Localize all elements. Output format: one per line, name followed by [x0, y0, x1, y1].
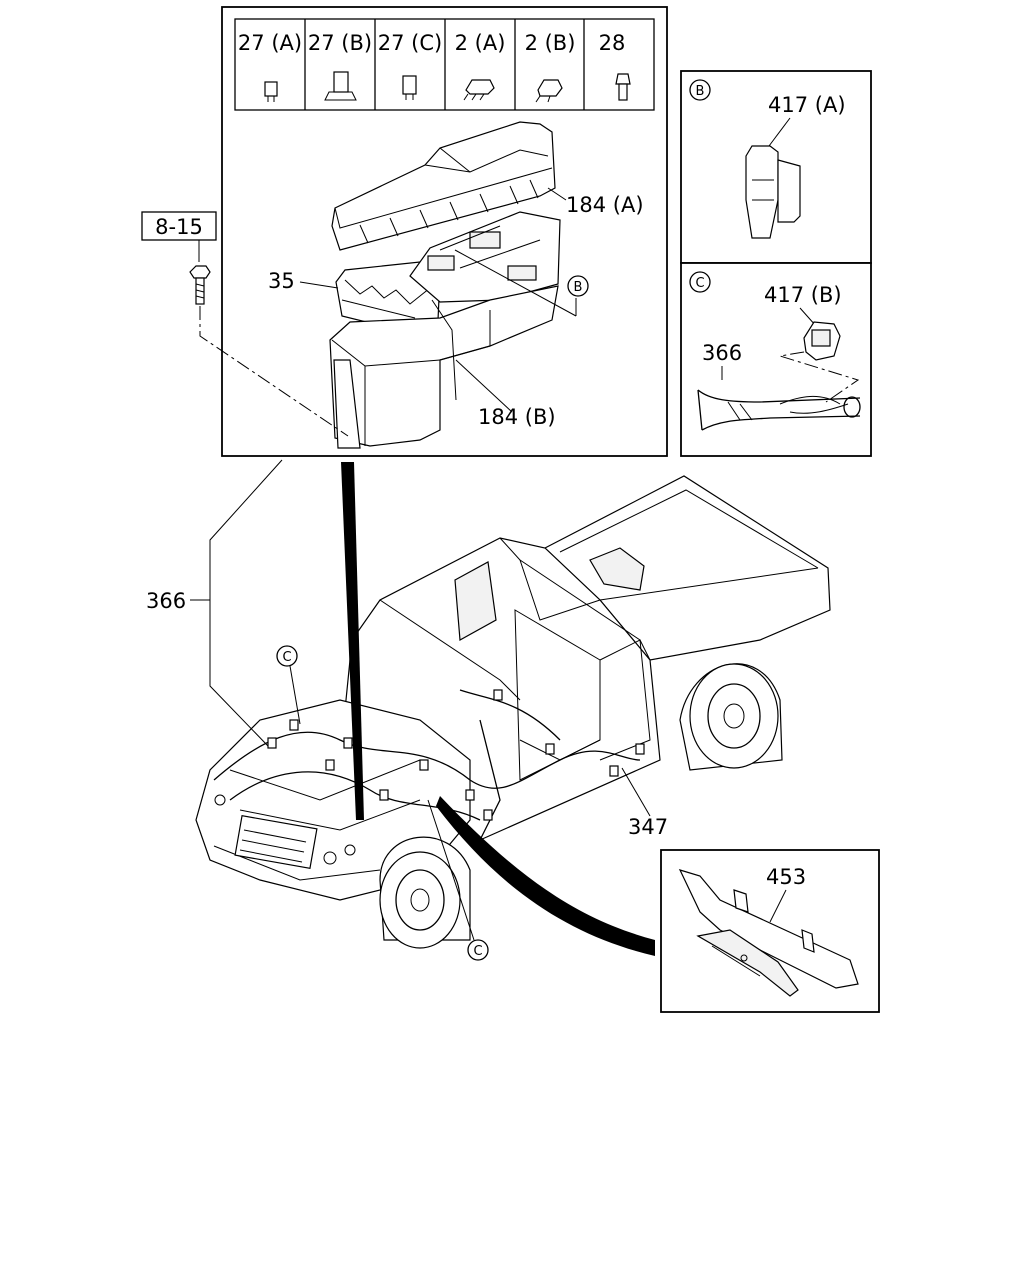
fuse-table: 27 (A) 27 (B) 27 (C) 2 (A) 2 (B) 28	[234, 18, 655, 111]
bolt-reference: 8-15	[141, 211, 349, 437]
callout-453: 453	[766, 865, 806, 889]
fuse-box-tray	[409, 211, 561, 303]
fuse-box-pointer	[341, 462, 364, 820]
callout-184b: 184 (B)	[478, 405, 556, 429]
panel-c: C 417 (B) 366	[680, 262, 872, 457]
fuse-2a-icon	[463, 79, 495, 101]
bracket-453-icon	[678, 869, 859, 997]
marker-c-top: C	[276, 645, 301, 725]
svg-text:B: B	[574, 280, 583, 295]
marker-c-panel: C	[689, 271, 711, 293]
fuse-27c-icon	[402, 75, 417, 100]
bolt-icon	[189, 265, 211, 305]
fuse-28-icon	[615, 73, 631, 101]
fuse-2a-label: 2 (A)	[455, 31, 506, 55]
marker-c-bottom: C	[427, 799, 489, 961]
clip-417b-icon	[803, 321, 841, 361]
fuse-27b-icon	[324, 71, 357, 101]
fuse-box-housing	[329, 285, 559, 449]
callout-184a: 184 (A)	[566, 193, 644, 217]
marker-b: B	[567, 275, 589, 297]
marker-b-panel: B	[689, 79, 711, 101]
callout-417a: 417 (A)	[768, 93, 846, 117]
panel-b: B 417 (A)	[680, 70, 872, 264]
fuse-2b-label: 2 (B)	[525, 31, 576, 55]
svg-text:B: B	[696, 84, 705, 99]
callout-417b: 417 (B)	[764, 283, 842, 307]
callout-347: 347	[628, 815, 668, 839]
callout-366: 366	[146, 589, 186, 613]
fuse-2b-icon	[535, 79, 563, 103]
svg-text:C: C	[282, 650, 291, 665]
fuse-box-panel: 27 (A) 27 (B) 27 (C) 2 (A) 2 (B) 28	[221, 6, 668, 457]
pickup-truck	[195, 475, 831, 949]
bracket-panel: 453	[660, 849, 880, 1013]
bracket-pointer	[436, 796, 655, 956]
fuse-box-cover	[331, 121, 556, 251]
svg-text:C: C	[695, 276, 704, 291]
svg-text:C: C	[473, 944, 482, 959]
callout-35: 35	[268, 269, 295, 293]
fuse-28-label: 28	[599, 31, 626, 55]
callout-366-panel: 366	[702, 341, 742, 365]
leader-366	[190, 459, 283, 747]
fuse-27a-icon	[264, 81, 278, 102]
clip-417a-icon	[745, 145, 801, 239]
fuse-27a-label: 27 (A)	[238, 31, 302, 55]
callout-8-15: 8-15	[155, 215, 203, 239]
fuse-27c-label: 27 (C)	[378, 31, 442, 55]
fuse-27b-label: 27 (B)	[308, 31, 372, 55]
harness-366-segment	[697, 389, 861, 431]
